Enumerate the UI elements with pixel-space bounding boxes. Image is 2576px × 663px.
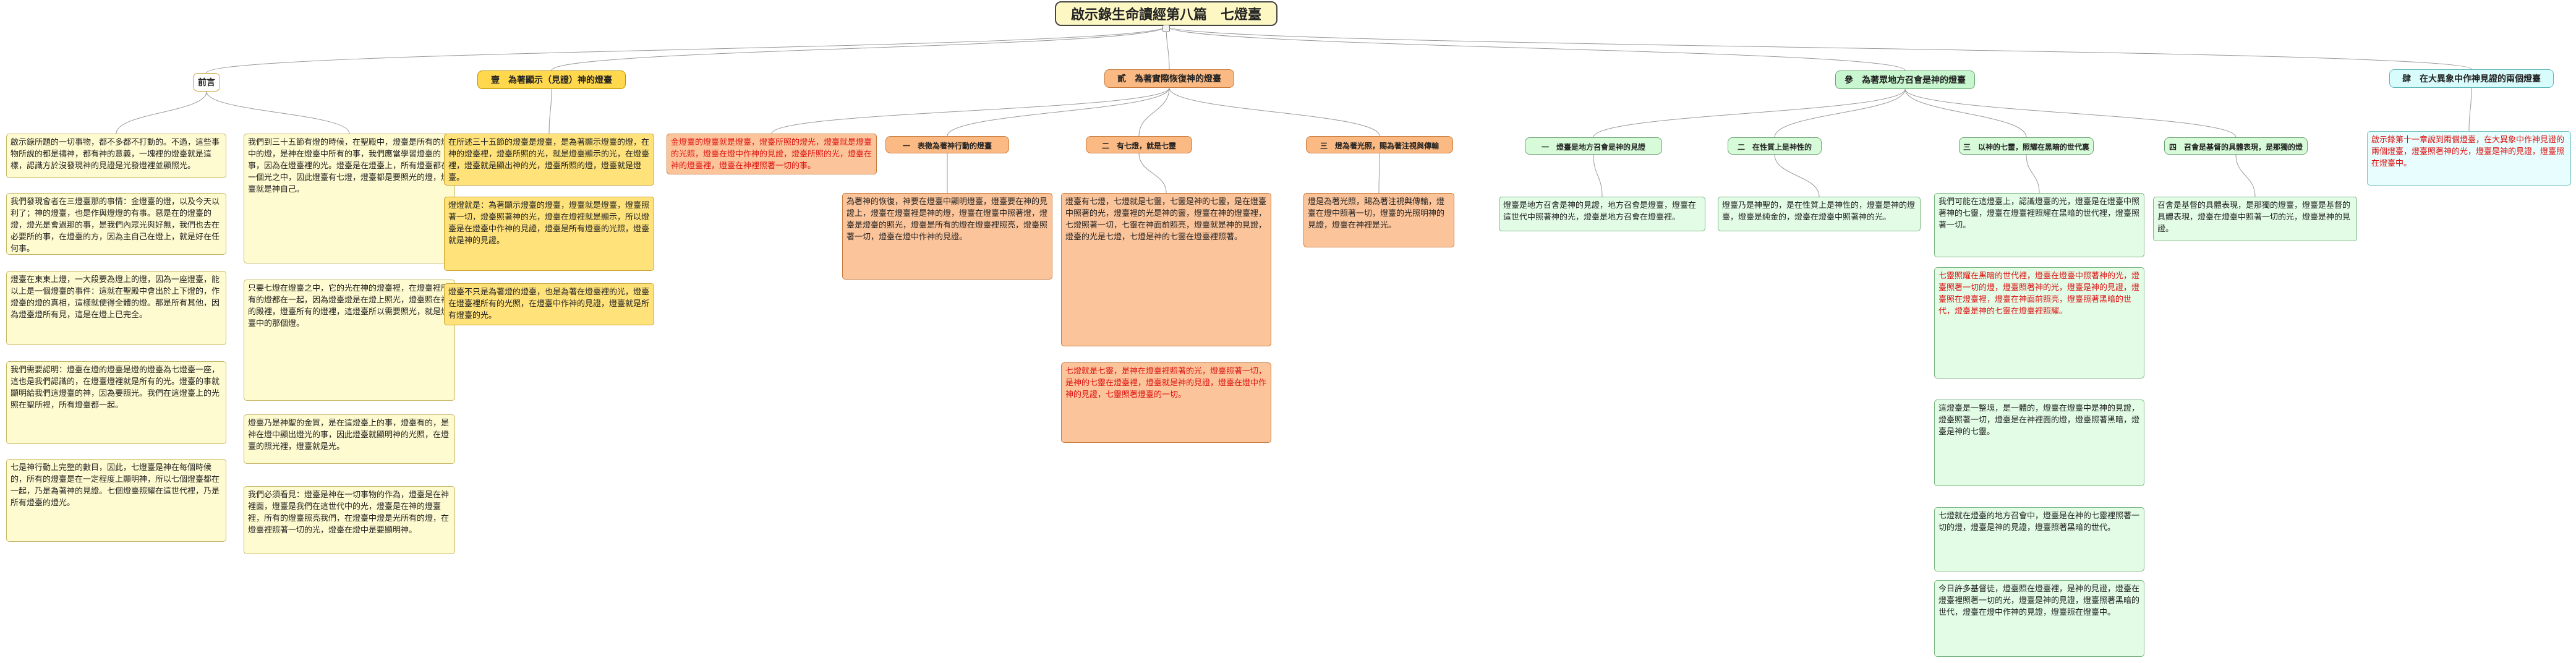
connector (1166, 25, 2472, 70)
connector (548, 88, 552, 134)
three-3-text-b[interactable]: 七靈照耀在黑暗的世代裡，燈臺在燈臺中照著神的光，燈臺照著一切的燈，燈臺照著神的光… (1934, 267, 2144, 379)
branch-three[interactable]: 參 為著眾地方召會是神的燈臺 (1835, 71, 1975, 89)
connector (1774, 154, 1820, 197)
connector (1904, 88, 2027, 138)
intro-text-b[interactable]: 我們發現會者在三燈臺那的事情：金燈臺的燈，以及今天以利了；神的燈臺，也是作與燈燈… (6, 193, 226, 255)
branch-two[interactable]: 貳 為著實際恢復神的燈臺 (1104, 69, 1234, 88)
sub-three-2[interactable]: 二 在性質上是神性的 (1728, 137, 1822, 155)
connector (1169, 87, 1380, 137)
two-1-text-a[interactable]: 為著神的恢復，神要在燈臺中顯明燈臺，燈臺要在神的見證上，燈臺在燈臺裡是神的燈，燈… (842, 193, 1052, 280)
branch-one[interactable]: 壹 為著顯示（見證）神的燈臺 (477, 71, 626, 89)
two-2-text-b[interactable]: 七燈就是七靈，是神在燈臺裡照著的光，燈臺照著一切，是神的七靈在燈臺裡，燈臺就是神… (1061, 362, 1271, 443)
connector (1166, 25, 1906, 71)
connector (1593, 88, 1906, 138)
connector (1138, 153, 1167, 194)
intro-text-a[interactable]: 啟示錄所題的一切事物，都不多都不打動的。不過，這些事物所說的都是禱神，都有神的意… (6, 134, 226, 178)
connector (2468, 87, 2472, 132)
connector (116, 91, 207, 134)
connector (1138, 87, 1170, 137)
root-collapse-handle[interactable] (1162, 25, 1170, 32)
intro-text-g[interactable]: 只要七燈在燈臺之中，它的光在神的燈臺裡，在燈臺裡所有的燈都在一起，因為燈臺燈是在… (244, 280, 455, 401)
intro-text-i[interactable]: 我們必須看見：燈臺是神在一切事物的作為，燈臺是在神裡面，燈臺是我們在這世代中的光… (244, 486, 455, 554)
sub-two-1[interactable]: 一 表徵為著神行動的燈臺 (885, 136, 1009, 153)
sub-three-1[interactable]: 一 燈臺是地方召會是神的見證 (1525, 137, 1662, 155)
two-2-text-a[interactable]: 燈臺有七燈，七燈就是七靈，七靈是神的七靈，是在燈臺中照著的光，燈臺裡的光是神的靈… (1061, 193, 1271, 346)
connector (947, 87, 1170, 137)
sub-three-3[interactable]: 三 以神的七靈，照耀在黑暗的世代裏 (1959, 137, 2094, 155)
three-4-text-a[interactable]: 召會是基督的具體表現，是那獨的燈臺，燈臺是基督的具體表現，燈臺在燈臺中照著一切的… (2153, 197, 2357, 241)
three-3-text-e[interactable]: 今日許多基督徒，燈臺照在燈臺裡，是神的見證，燈臺在燈臺裡照著一切的光，燈臺是神的… (1934, 580, 2144, 657)
intro-text-c[interactable]: 燈臺在東東上燈，一大段要為燈上的燈，因為一座燈臺，能以上是一個燈臺的事件：這就在… (6, 271, 226, 345)
connector (1593, 154, 1603, 197)
connector (2235, 154, 2256, 197)
one-text-c[interactable]: 燈臺不只是為著燈的燈臺，也是為著在燈臺裡的光，燈臺在燈臺裡所有的光照，在燈臺中作… (444, 283, 654, 325)
one-text-b[interactable]: 燈燈就是：為著顯示燈臺的燈臺，燈臺就是燈臺，燈臺照著一切，燈臺照著神的光，燈臺在… (444, 197, 654, 271)
three-1-text-a[interactable]: 燈臺是地方召會是神的見證，地方召會是燈臺，燈臺在這世代中照著神的光，燈臺是地方召… (1499, 197, 1705, 231)
three-3-text-c[interactable]: 這燈臺是一整塊，是一體的，燈臺在燈臺中是神的見證，燈臺照著一切，燈臺是在神裡面的… (1934, 400, 2144, 486)
intro-text-d[interactable]: 我們需要認明：燈臺在燈的燈臺是燈的燈臺為七燈臺一座，這也是我們認識的，在燈臺燈裡… (6, 361, 226, 444)
three-3-text-a[interactable]: 我們可能在這燈臺上，認識燈臺的光，燈臺是在燈臺中照著神的七靈，燈臺在燈臺裡照耀在… (1934, 193, 2144, 257)
connector (1904, 88, 2237, 138)
three-3-text-d[interactable]: 七燈就在燈臺的地方召會中，燈臺是在神的七靈裡照著一切的燈，燈臺是神的見證，燈臺照… (1934, 507, 2144, 571)
connector (551, 25, 1167, 71)
intro-text-e[interactable]: 七是神行動上完整的數目，因此，七燈臺是神在每個時候的，所有的燈臺是在一定程度上顯… (6, 459, 226, 542)
three-2-text-a[interactable]: 燈臺乃是神聖的，是在性質上是神性的，燈臺是神的燈臺，燈臺是純金的，燈臺在燈臺中照… (1718, 197, 1921, 231)
one-text-a[interactable]: 在所述三十五節的燈臺是燈臺，是為著顯示燈臺的燈，在神的燈臺裡，燈臺所照的光，就是… (444, 134, 654, 186)
connector (1774, 88, 1906, 138)
sub-two-2[interactable]: 二 有七燈，就是七靈 (1086, 136, 1192, 153)
two-text-a[interactable]: 金燈臺的燈臺就是燈臺，燈臺所照的燈光，燈臺就是燈臺的光照，燈臺在燈中作神的見證，… (667, 134, 877, 174)
connector (1378, 153, 1380, 194)
two-3-text-a[interactable]: 燈是為著光照，賜為著注視與傳輸，燈臺在燈中照著一切，燈臺的光照明神的見證，燈臺在… (1303, 193, 1454, 247)
connector (206, 91, 350, 134)
branch-intro[interactable]: 前言 (193, 73, 220, 92)
connector (2026, 154, 2040, 194)
four-text-a[interactable]: 啟示錄第十一章說到兩個燈臺，在大異象中作神見證的兩個燈臺，燈臺照著神的光，燈臺是… (2367, 131, 2571, 186)
sub-two-3[interactable]: 三 燈為著光照，賜為著注視與傳輸 (1306, 136, 1453, 153)
intro-text-f[interactable]: 我們到三十五節有燈的時候，在聖殿中，燈臺是所有的燈中的燈，是神在燈臺中所有的事，… (244, 134, 455, 263)
sub-three-4[interactable]: 四 召會是基督的具體表現，是那獨的燈臺 (2164, 137, 2308, 155)
intro-text-h[interactable]: 燈臺乃是神聖的金質，是在這燈臺上的事，燈臺有的，是神在燈中顯出燈光的事，因此燈臺… (244, 414, 455, 464)
branch-four[interactable]: 肆 在大異象中作神見證的兩個燈臺 (2389, 69, 2554, 88)
root-title[interactable]: 啟示錄生命讀經第八篇 七燈臺 (1055, 1, 1277, 26)
connector (771, 87, 1170, 134)
connector (206, 25, 1167, 74)
connector (1166, 25, 1170, 70)
